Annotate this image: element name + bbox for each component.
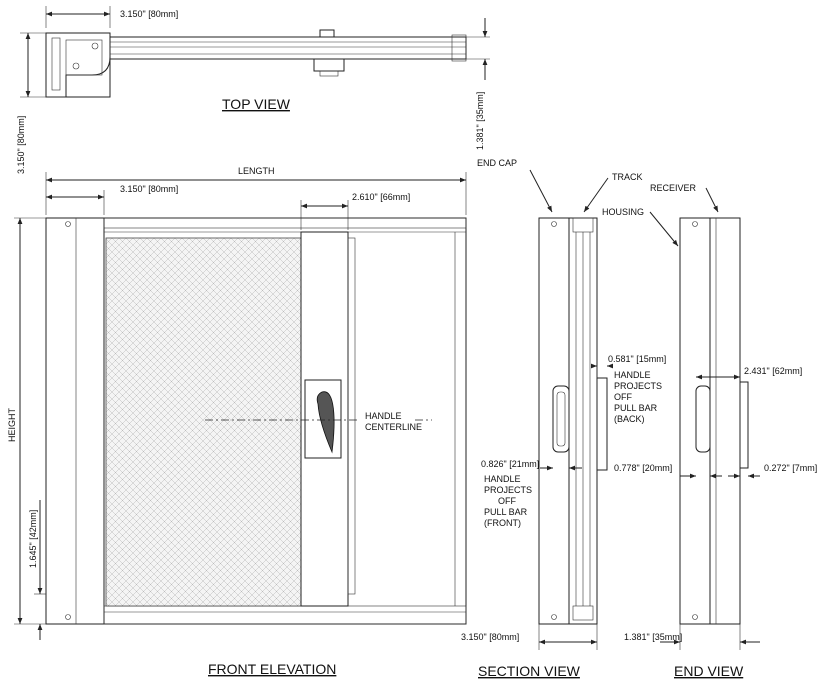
screw-hole [551,614,557,620]
screen-mesh [105,237,302,607]
dim-top-height-right: 1.381" [35mm] [475,92,485,150]
dim-end-handle: 2.431" [62mm] [744,366,802,376]
screw-hole [72,62,80,70]
view-title-front: FRONT ELEVATION [208,661,336,677]
top-endcap-detail [65,39,103,76]
front-elevation: LENGTH 3.150" [80mm] 2.610" [66mm] [7,166,467,677]
end-cap-label: END CAP [477,158,517,168]
front-note: (FRONT) [484,518,521,528]
leader-line [529,169,553,213]
pull-bar-edge [347,237,356,595]
end-view: RECEIVER HOUSING 2.431" [62mm] 0.778" [2… [602,183,817,679]
top-handle-front [313,58,345,72]
section-handle-inner [556,391,566,447]
front-housing [45,217,105,625]
handle-grip-icon [316,391,335,454]
track-top-cap [572,217,594,233]
track-label: TRACK [612,172,643,182]
front-note: HANDLE [484,474,521,484]
screw-hole [91,42,99,50]
dim-section-front: 0.826" [21mm] [481,459,539,469]
dim-front-endcap: 3.150" [80mm] [120,184,178,194]
back-note: HANDLE [614,370,651,380]
back-note: (BACK) [614,414,645,424]
screw-hole [692,614,698,620]
back-note: PROJECTS [614,381,662,391]
front-note: PULL BAR [484,507,528,517]
end-handle-front [695,385,711,453]
dim-end-right: 0.272" [7mm] [764,463,817,473]
track-bottom-cap [572,605,594,621]
dim-front-handle: 2.610" [66mm] [352,192,410,202]
top-rail [103,217,467,229]
dim-top-width: 3.150" [80mm] [120,9,178,19]
section-housing [538,217,570,625]
dim-height: HEIGHT [7,407,17,442]
dim-section-back: 0.581" [15mm] [608,354,666,364]
dim-end-left: 0.778" [20mm] [614,463,672,473]
dim-section-bottom: 3.150" [80mm] [461,632,519,642]
handle-plate[interactable] [304,379,342,459]
track-end [451,34,467,62]
housing-label: HOUSING [602,207,644,217]
section-handle-back [596,377,608,471]
front-note: OFF [498,496,516,506]
handle-centerline-label: HANDLE [365,411,402,421]
top-housing-curve [65,33,111,97]
section-handle-front [552,385,570,453]
dim-end-bottom: 1.381" [35mm] [624,632,682,642]
end-receiver [709,217,741,625]
leader-line [649,211,679,247]
view-title-end: END VIEW [674,663,744,679]
view-title-section: SECTION VIEW [478,663,581,679]
section-view: END CAP TRACK 0.581" [15mm] HANDLE PROJE… [461,158,666,679]
top-housing [45,32,111,98]
end-housing [679,217,711,625]
view-title-top: TOP VIEW [222,96,291,112]
dim-front-bottom: 1.645" [42mm] [28,510,38,568]
back-note: PULL BAR [614,403,658,413]
back-note: OFF [614,392,632,402]
end-handle-back [739,381,749,469]
receiver-label: RECEIVER [650,183,697,193]
screw-hole [65,614,71,620]
screw-hole [692,221,698,227]
leader-line [705,187,719,213]
top-inner-wall [51,37,61,91]
screw-hole [551,221,557,227]
top-handle-grip [319,70,339,77]
screw-hole [65,221,71,227]
front-note: PROJECTS [484,485,532,495]
top-track [109,36,467,60]
top-view: 3.150" [80mm] 1.381" [35mm] 3.150" [80mm… [16,6,490,174]
handle-centerline-label: CENTERLINE [365,422,422,432]
dim-top-height-left: 3.150" [80mm] [16,116,26,174]
top-handle-back [319,29,335,38]
bottom-rail [103,605,467,625]
leader-line [583,177,609,213]
dim-length: LENGTH [238,166,275,176]
